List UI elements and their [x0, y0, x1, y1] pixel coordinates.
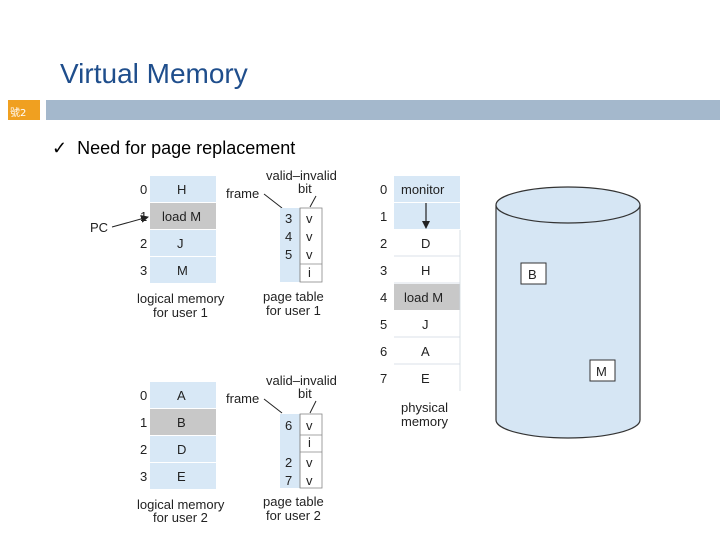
u1-pt-caption-line1: page table — [263, 289, 324, 304]
phys-frame-0: monitor — [401, 182, 445, 197]
u1-index-2: 2 — [140, 236, 147, 251]
phys-index-0: 0 — [380, 182, 387, 197]
u2-caption-line1: logical memory — [137, 497, 225, 512]
u1-index-0: 0 — [140, 182, 147, 197]
slide-title: Virtual Memory — [60, 58, 248, 89]
physical-memory: 0 1 2 3 4 5 6 7 monitor D H load M J A E… — [380, 176, 461, 429]
u1-page-0: H — [177, 182, 186, 197]
pc-label: PC — [90, 220, 108, 235]
u2-pt-bit-1: i — [308, 435, 311, 450]
logical-memory-user2: 0 1 2 3 A B D E logical memory for user … — [137, 382, 225, 525]
disk-item-b: B — [528, 267, 537, 282]
phys-caption-line2: memory — [401, 414, 448, 429]
u2-index-0: 0 — [140, 388, 147, 403]
u2-vi-label-line2: bit — [298, 386, 312, 401]
u2-page-3: E — [177, 469, 186, 484]
u2-vi-pointer — [309, 400, 317, 414]
u2-page-2: D — [177, 442, 186, 457]
u2-pt-frame-0: 6 — [285, 418, 292, 433]
u2-frame-pointer — [263, 398, 283, 414]
u2-page-0: A — [177, 388, 186, 403]
page-table-user1: 3 4 5 v v v i page table for user 1 — [263, 207, 324, 318]
pc-arrow — [111, 215, 149, 228]
u2-index-2: 2 — [140, 442, 147, 457]
disk-cylinder: B M — [495, 186, 641, 439]
slide-number-bar — [8, 100, 40, 120]
u1-vi-label-line1: valid–invalid — [266, 168, 337, 183]
checkmark-icon: ✓ — [52, 138, 68, 158]
u2-pt-caption-line2: for user 2 — [266, 508, 321, 523]
u1-page-3: M — [177, 263, 188, 278]
u1-frame-pointer — [263, 193, 283, 209]
phys-caption-line1: physical — [401, 400, 448, 415]
page-table-user2: 6 2 7 v i v v page table for user 2 — [263, 413, 324, 523]
u2-vi-label-line1: valid–invalid — [266, 373, 337, 388]
u2-pt-frame-3: 7 — [285, 473, 292, 488]
u2-pt-caption-line1: page table — [263, 494, 324, 509]
u2-pt-bit-3: v — [306, 473, 313, 488]
u2-page-1: B — [177, 415, 186, 430]
u2-index-1: 1 — [140, 415, 147, 430]
u1-pt-caption-line2: for user 1 — [266, 303, 321, 318]
u1-pt-bit-0: v — [306, 211, 313, 226]
phys-index-1: 1 — [380, 209, 387, 224]
u2-pt-bit-2: v — [306, 455, 313, 470]
u1-pt-frame-1: 4 — [285, 229, 292, 244]
slide-number: 號2 — [10, 108, 27, 119]
u1-page-1: load M — [162, 209, 201, 224]
u2-index-3: 3 — [140, 469, 147, 484]
phys-frame-6: A — [421, 344, 430, 359]
u1-pt-frame-2: 5 — [285, 247, 292, 262]
u1-pt-bit-1: v — [306, 229, 313, 244]
u1-caption-line1: logical memory — [137, 291, 225, 306]
phys-index-3: 3 — [380, 263, 387, 278]
u1-vi-pointer — [309, 195, 317, 208]
phys-frame-5: J — [422, 317, 429, 332]
phys-index-5: 5 — [380, 317, 387, 332]
header-bar — [46, 100, 720, 120]
phys-index-7: 7 — [380, 371, 387, 386]
logical-memory-user1: 0 1 2 3 H load M J M logical memory for … — [137, 176, 225, 320]
u1-index-1: 1 — [140, 209, 147, 224]
phys-frame-4: load M — [404, 290, 443, 305]
disk-item-m: M — [596, 364, 607, 379]
u1-pt-bit-2: v — [306, 247, 313, 262]
u2-pt-bit-0: v — [306, 418, 313, 433]
u2-pt-frame-2: 2 — [285, 455, 292, 470]
phys-index-2: 2 — [380, 236, 387, 251]
u1-index-3: 3 — [140, 263, 147, 278]
u1-page-2: J — [177, 236, 184, 251]
bullet-text: Need for page replacement — [77, 138, 296, 158]
u1-pt-frame-0: 3 — [285, 211, 292, 226]
phys-frame-3: H — [421, 263, 430, 278]
phys-index-4: 4 — [380, 290, 387, 305]
phys-frame-7: E — [421, 371, 430, 386]
phys-index-6: 6 — [380, 344, 387, 359]
phys-frame-2: D — [421, 236, 430, 251]
bullet-item: ✓ Need for page replacement — [52, 138, 295, 159]
u1-frame-label: frame — [226, 186, 259, 201]
u2-frame-label: frame — [226, 391, 259, 406]
u1-caption-line2: for user 1 — [153, 305, 208, 320]
u1-pt-bit-3: i — [308, 265, 311, 280]
u2-caption-line2: for user 2 — [153, 510, 208, 525]
u1-vi-label-line2: bit — [298, 181, 312, 196]
